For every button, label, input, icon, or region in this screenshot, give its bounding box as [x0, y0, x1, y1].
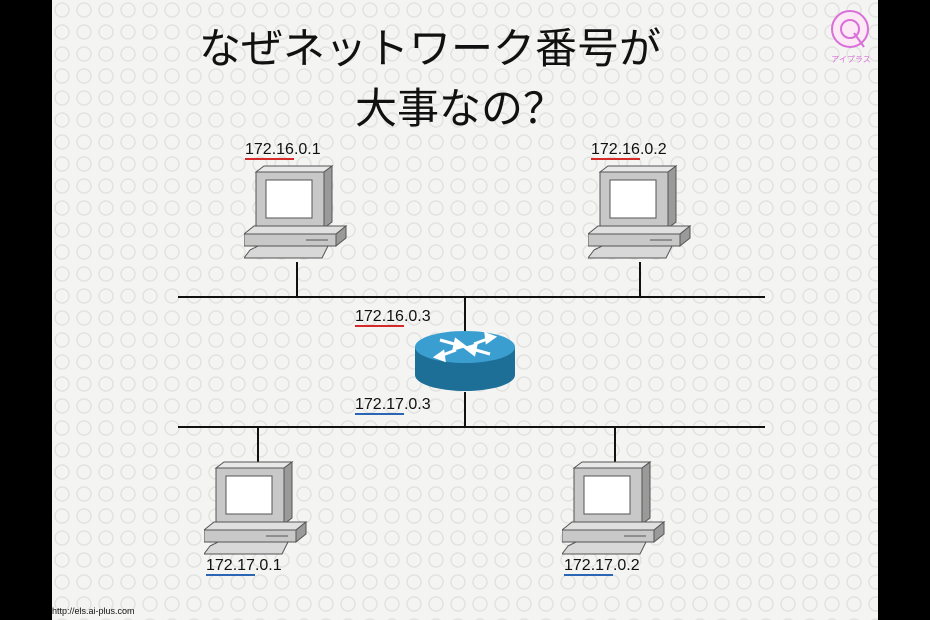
computer-icon — [202, 461, 308, 555]
ip-label-router-lower: 172.17.0.3 — [355, 396, 431, 415]
computer-icon — [586, 165, 692, 259]
network-part: 172.17 — [355, 396, 404, 415]
host-part: .0.1 — [293, 141, 321, 158]
title-line-2: 大事なの？ — [354, 84, 565, 133]
ip-label-pc4: 172.17.0.2 — [564, 557, 640, 576]
pc-172-16-0-1[interactable] — [242, 164, 350, 264]
footer-url: http://els.ai-plus.com — [52, 606, 135, 616]
router-icon — [415, 331, 515, 391]
ip-label-pc1: 172.16.0.1 — [245, 141, 321, 160]
computer-icon — [242, 165, 348, 259]
title-line-1: なぜネットワーク番号が — [198, 24, 661, 73]
network-part: 172.16 — [355, 308, 404, 327]
computer-icon — [560, 461, 666, 555]
ip-label-router-upper: 172.16.0.3 — [355, 308, 431, 327]
network-part: 172.16 — [245, 141, 294, 160]
aiplus-logo: アイプラス — [831, 10, 871, 64]
host-part: .0.3 — [403, 308, 431, 325]
network-part: 172.17 — [564, 557, 613, 576]
pc-172-17-0-2[interactable] — [560, 460, 668, 560]
svg-text:アイプラス: アイプラス — [831, 55, 870, 64]
host-part: .0.1 — [254, 557, 282, 574]
host-part: .0.3 — [403, 396, 431, 413]
ip-label-pc3: 172.17.0.1 — [206, 557, 282, 576]
host-part: .0.2 — [612, 557, 640, 574]
network-part: 172.16 — [591, 141, 640, 160]
network-part: 172.17 — [206, 557, 255, 576]
host-part: .0.2 — [639, 141, 667, 158]
pc-172-17-0-1[interactable] — [202, 460, 310, 560]
pc-172-16-0-2[interactable] — [586, 164, 694, 264]
ip-label-pc2: 172.16.0.2 — [591, 141, 667, 160]
